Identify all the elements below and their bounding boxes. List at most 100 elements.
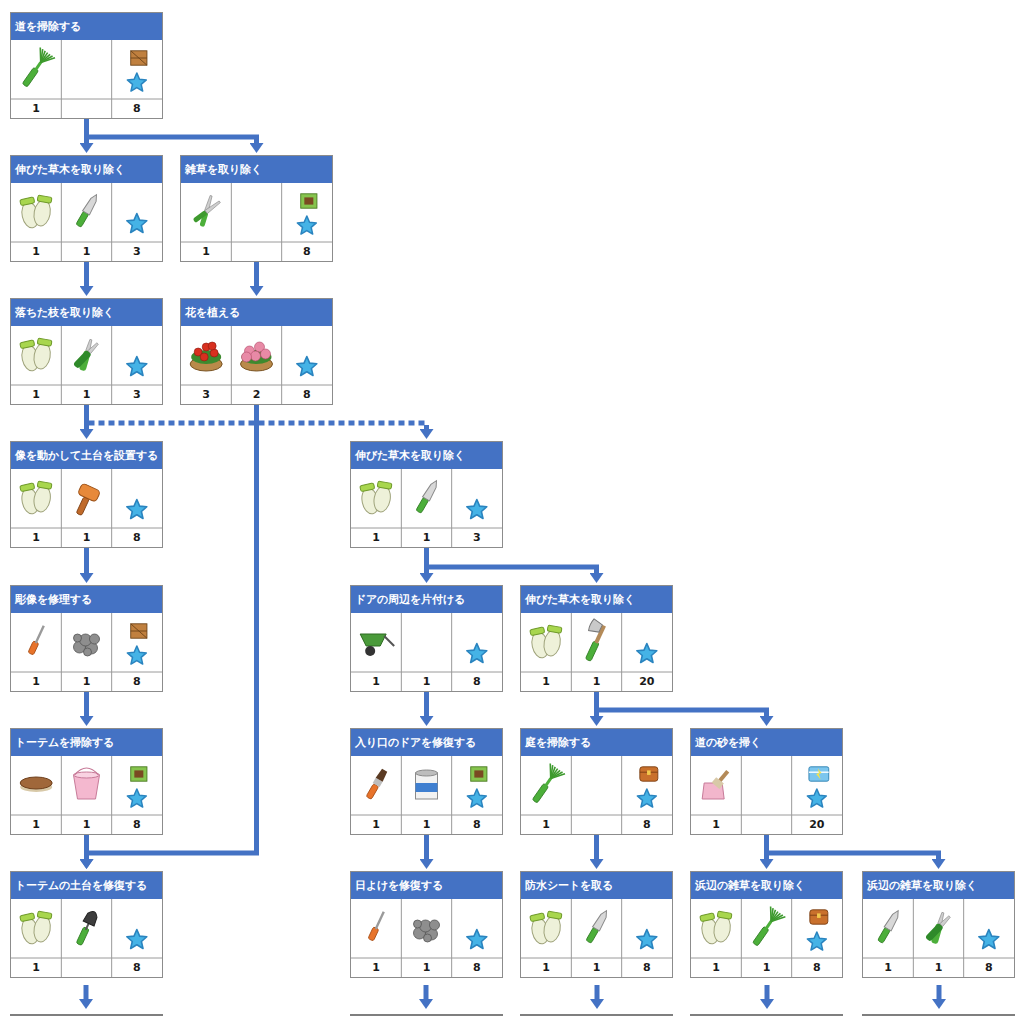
item-count: 1 (401, 672, 451, 691)
grid-line (11, 958, 162, 959)
axe-icon (576, 618, 607, 661)
flow-arrow (84, 262, 89, 286)
task-title: ドアの周辺を片付ける (351, 586, 502, 613)
next-box-edge (10, 1014, 163, 1016)
flow-arrow (84, 692, 89, 716)
gloves-icon (377, 481, 392, 489)
item-count: 1 (61, 242, 111, 261)
trowel-icon (877, 909, 902, 944)
next-box-edge (690, 1014, 843, 1016)
item-count: 8 (964, 958, 1014, 977)
gloves-icon (547, 911, 562, 919)
item-count: 2 (231, 385, 281, 404)
arrow-head (419, 999, 433, 1009)
grid-line (11, 242, 162, 243)
spade-icon (73, 909, 99, 947)
item-count: 1 (741, 958, 791, 977)
greenbox-icon (301, 194, 317, 208)
gloves-icon (37, 338, 52, 346)
grid-line (521, 815, 672, 816)
star-icon (467, 644, 487, 663)
crate-icon (131, 51, 147, 65)
grid-line (451, 613, 452, 691)
task-box: トーテムの土台を修復する18 (10, 871, 163, 978)
star-icon (979, 930, 999, 949)
item-count: 8 (112, 528, 162, 547)
rocks-icon (430, 920, 440, 930)
chest-icon (810, 910, 828, 924)
clippers-icon (88, 342, 99, 353)
task-title: 落ちた枝を取り除く (11, 299, 162, 326)
bucket-icon (74, 772, 100, 778)
grid-line (351, 815, 502, 816)
paintbrush-icon (366, 784, 379, 800)
arrow-head (79, 999, 93, 1009)
item-count: 1 (521, 672, 571, 691)
can-icon (416, 770, 438, 776)
flowerP-icon (251, 351, 261, 361)
continuation-arrow (937, 985, 942, 1000)
gloves-icon (32, 481, 53, 513)
task-title: 道を掃除する (11, 13, 162, 40)
grid-line (281, 183, 282, 261)
task-box: 庭を掃除する18 (520, 728, 673, 835)
item-count: 1 (863, 958, 913, 977)
gloves-icon (529, 911, 563, 946)
star-icon (297, 216, 316, 234)
grid-line (111, 613, 112, 691)
star-icon (127, 789, 146, 807)
flowerP-icon (242, 352, 252, 362)
continuation-arrow (765, 985, 770, 1000)
flow-arrow (424, 835, 429, 859)
item-count: 1 (11, 385, 61, 404)
item-count: 1 (351, 958, 401, 977)
mallet-icon (70, 483, 101, 519)
star-icon (467, 644, 487, 663)
star-icon (807, 789, 826, 807)
task-box: 伸びた草木を取り除く113 (350, 441, 503, 548)
trowel-icon (585, 909, 610, 944)
wheelbarrow-icon (360, 634, 386, 646)
item-count: 8 (452, 672, 502, 691)
item-count: 1 (11, 958, 61, 977)
item-count: 8 (792, 958, 842, 977)
item-count: 8 (452, 958, 502, 977)
grid-line (963, 899, 964, 977)
grid-line (181, 385, 332, 386)
item-count: 1 (61, 528, 111, 547)
trowel-icon (585, 909, 610, 944)
flow-arrow (84, 548, 89, 573)
crate-icon (131, 51, 147, 65)
grid-line (11, 672, 162, 673)
arrow-head (932, 999, 946, 1009)
grid-line (451, 899, 452, 977)
rake-icon (22, 67, 38, 87)
continuation-arrow (595, 985, 600, 1000)
grid-line (61, 756, 62, 834)
gloves-icon (700, 913, 715, 922)
chest-icon (810, 910, 828, 924)
rake-icon (17, 47, 55, 90)
paintbrush-icon (365, 768, 388, 800)
gloves-icon (542, 625, 563, 657)
gloves-icon (542, 911, 563, 943)
greenbox-icon (131, 767, 147, 781)
bluebox-icon (809, 767, 829, 781)
gloves-icon (530, 913, 545, 922)
can-icon (416, 770, 438, 799)
gloves-icon (37, 911, 52, 919)
grid-line (111, 756, 112, 834)
item-count: 1 (571, 672, 621, 691)
grid-line (61, 40, 62, 118)
grid-line (111, 183, 112, 261)
item-count: 1 (401, 528, 451, 547)
paintbrush-icon (365, 768, 388, 800)
grid-line (351, 672, 502, 673)
grid-line (913, 899, 914, 977)
flowerP-icon (242, 350, 272, 364)
grid-line (231, 183, 232, 261)
star-icon (127, 789, 146, 807)
task-title: 像を動かして土台を設置する (11, 442, 162, 469)
grid-line (181, 242, 332, 243)
